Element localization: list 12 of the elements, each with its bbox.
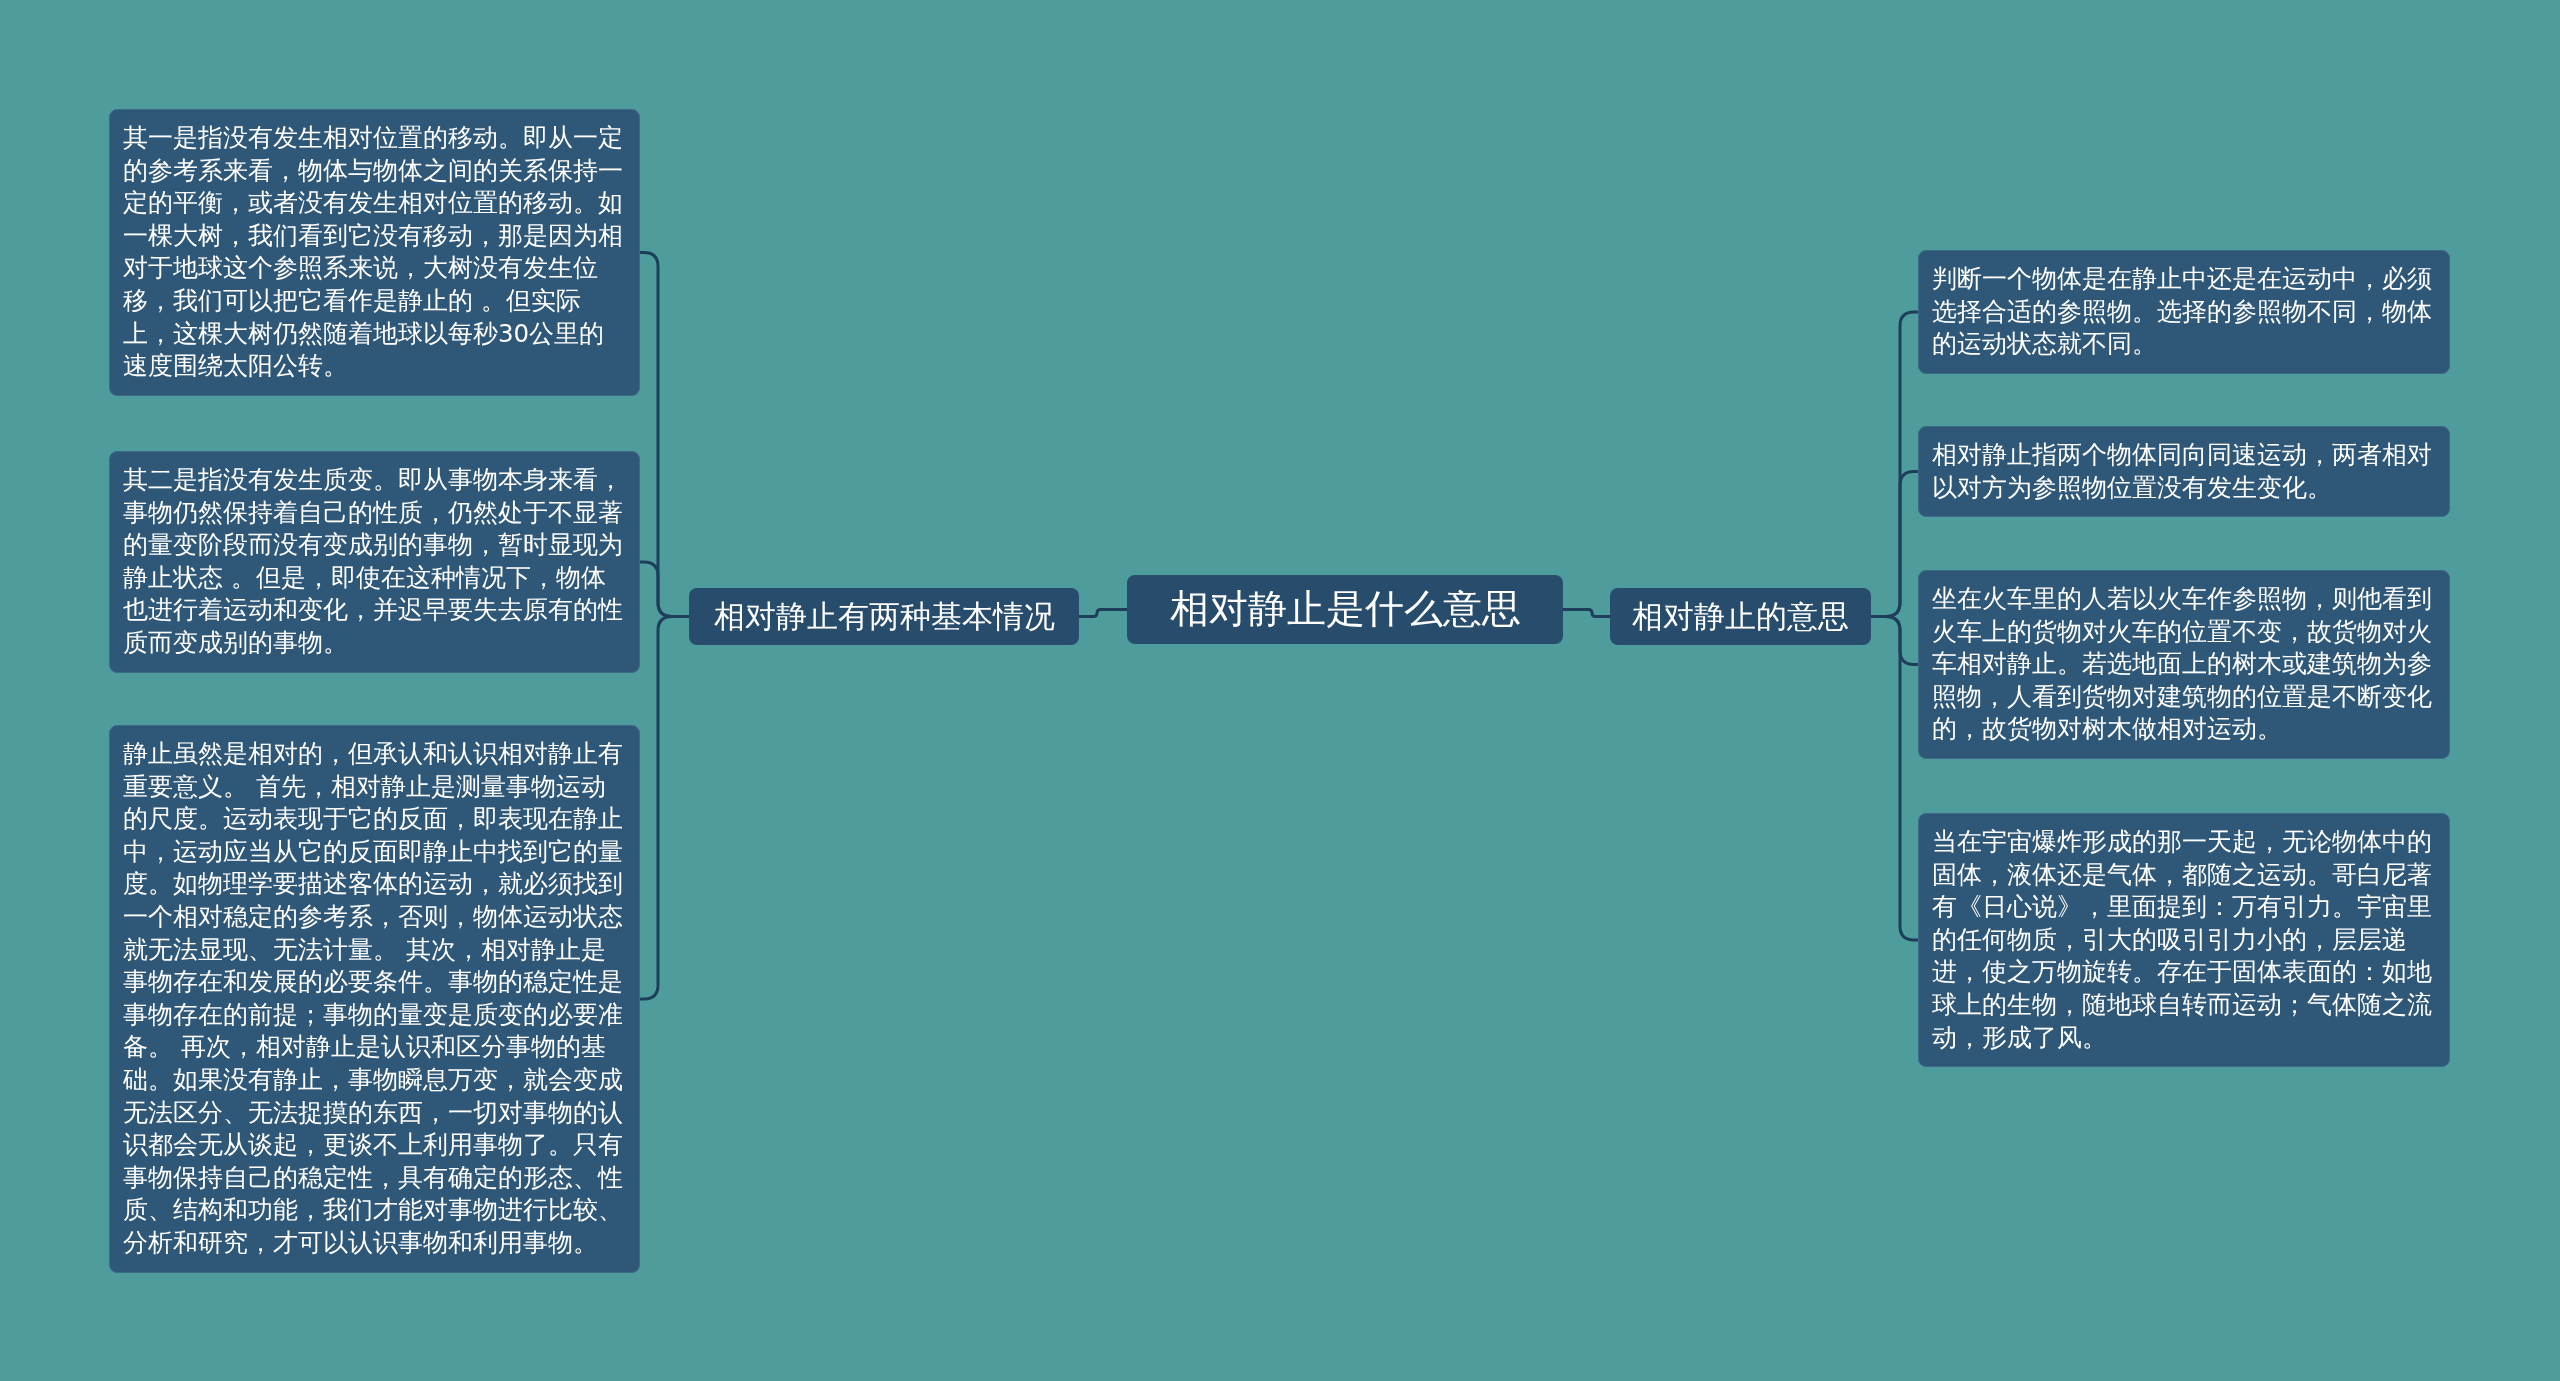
note-box: 判断一个物体是在静止中还是在运动中，必须选择合适的参照物。选择的参照物不同，物体的运动状态就不同。 (1918, 250, 2450, 374)
note-box: 其一是指没有发生相对位置的移动。即从一定的参考系来看，物体与物体之间的关系保持一定的平衡，或者没有发生相对位置的移动。如一棵大树，我们看到它没有移动，那是因为相对于地球这个参照系来说，大树没有发生位移，我们可以把它看作是静止的 。但实际上，这棵大树仍然随着地球以每秒30公里的速度围绕太阳公转。 (109, 109, 640, 396)
note-box: 静止虽然是相对的，但承认和认识相对静止有重要意义。 首先，相对静止是测量事物运动的尺度。运动表现于它的反面，即表现在静止中，运动应当从它的反面即静止中找到它的量度。如物理学要描述客体的运动，就必须找到一个相对稳定的参考系，否则，物体运动状态就无法显现、无法计量。 其次，相对静止是事物存在和发展的必要条件。事物的稳定性是事物存在的前提；事物的量变是质变的必要准备。 再次，相对静止是认识和区分事物的基础。如果没有静止，事物瞬息万变，就会变成无法区分、无法捉摸的东西，一切对事物的认识都会无从谈起，更谈不上利用事物了。只有事物保持自己的稳定性，具有确定的形态、性质、结构和功能，我们才能对事物进行比较、分析和研究，才可以认识事物和利用事物。 (109, 725, 640, 1273)
branch-box: 相对静止有两种基本情况 (689, 588, 1079, 646)
note-box: 坐在火车里的人若以火车作参照物，则他看到火车上的货物对火车的位置不变，故货物对火车相对静止。若选地面上的树木或建筑物为参照物，人看到货物对建筑物的位置是不断变化的，故货物对树木做相对运动。 (1918, 570, 2450, 759)
connector-line (1079, 608, 1127, 618)
note-box: 其二是指没有发生质变。即从事物本身来看，事物仍然保持着自己的性质，仍然处于不显著的量变阶段而没有变成别的事物，暂时显现为静止状态 。但是，即使在这种情况下，物体也进行着运动和变化，并迟早要失去原有的性质而变成别的事物。 (109, 451, 640, 673)
note-box: 当在宇宙爆炸形成的那一天起，无论物体中的固体，液体还是气体，都随之运动。哥白尼著有《日心说》，里面提到：万有引力。宇宙里的任何物质，引大的吸引引力小的，层层递进，使之万物旋转。存在于固体表面的：如地球上的生物，随地球自转而运动；气体随之流动，形成了风。 (1918, 813, 2450, 1068)
branch-box: 相对静止的意思 (1610, 588, 1871, 646)
connector-line (1563, 608, 1610, 618)
topic-box: 相对静止是什么意思 (1127, 575, 1563, 644)
note-box: 相对静止指两个物体同向同速运动，两者相对以对方为参照物位置没有发生变化。 (1918, 426, 2450, 518)
